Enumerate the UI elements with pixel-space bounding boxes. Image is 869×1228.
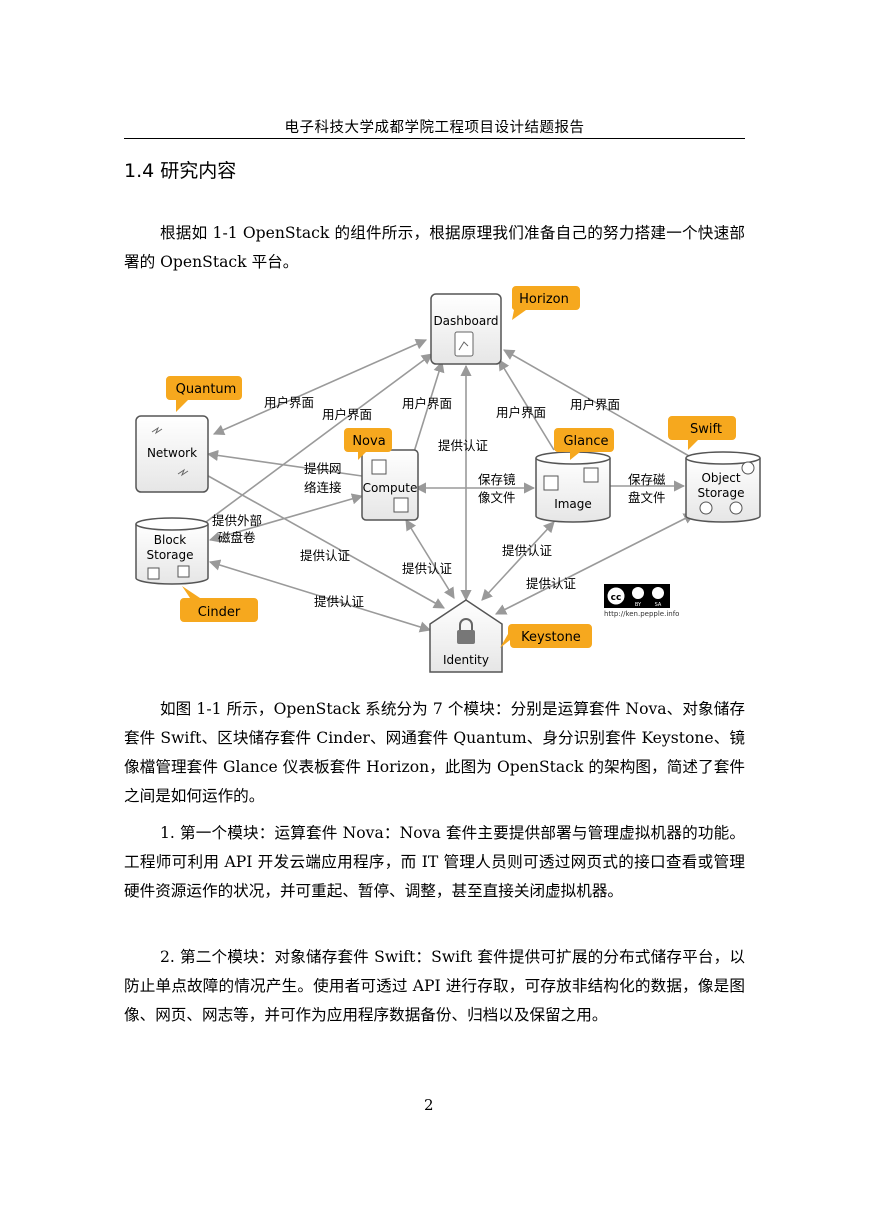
image-icon <box>583 467 599 483</box>
compute-node: Compute <box>361 449 419 521</box>
block-storage-label: Storage <box>147 548 194 562</box>
arrow-block-identity <box>208 559 432 633</box>
compute-label: Compute <box>363 481 418 495</box>
page-number: 2 <box>424 1096 434 1114</box>
edge-label: 络连接 <box>304 480 342 495</box>
paragraph-module-1: 1. 第一个模块：运算套件 Nova：Nova 套件主要提供部署与管理虚拟机器的… <box>124 824 745 900</box>
arrow-network-dashboard <box>212 338 428 436</box>
license-url: http://ken.pepple.info <box>604 610 679 618</box>
edge-label: 提供认证 <box>300 548 351 563</box>
lock-icon <box>457 618 475 644</box>
edge-label: 提供认证 <box>438 438 489 453</box>
vm-icon <box>371 459 387 475</box>
keystone-tag-label: Keystone <box>521 630 581 645</box>
edge-label: 保存镜 <box>478 472 516 487</box>
horizon-tag: Horizon <box>511 286 580 320</box>
cc-by-label: BY <box>635 602 642 608</box>
glance-tag-label: Glance <box>563 434 608 449</box>
edge-label: 盘文件 <box>628 490 666 505</box>
edge-label: 保存磁 <box>628 472 666 487</box>
image-icon <box>543 475 559 491</box>
edge-label: 用户界面 <box>570 397 620 412</box>
nova-tag-label: Nova <box>352 434 385 449</box>
header-rule <box>124 138 745 139</box>
network-node: Network <box>135 415 209 493</box>
keystone-tag: Keystone <box>500 624 592 648</box>
swift-tag-label: Swift <box>690 422 722 437</box>
page-header: 电子科技大学成都学院工程项目设计结题报告 <box>284 120 585 136</box>
dashboard-icon <box>454 331 474 357</box>
object-storage-node: Object Storage <box>685 451 761 523</box>
block-storage-label: Block <box>154 533 187 547</box>
quantum-tag: Quantum <box>166 376 242 412</box>
image-label: Image <box>554 497 592 511</box>
license-badge: cc BY SA http://ken.pepple.info <box>604 584 679 618</box>
paragraph-module-2: 2. 第二个模块：对象储存套件 Swift：Swift 套件提供可扩展的分布式储… <box>124 948 745 1024</box>
vm-icon <box>393 497 409 513</box>
object-storage-label: Object <box>701 471 740 485</box>
edge-label: 像文件 <box>478 490 516 505</box>
arrow-compute-dashboard <box>413 360 445 453</box>
edge-label: 磁盘卷 <box>218 530 256 545</box>
paragraph-intro: 根据如 1-1 OpenStack 的组件所示，根据原理我们准备自己的努力搭建一… <box>124 224 745 271</box>
edge-labels: 用户界面 用户界面 用户界面 用户界面 用户界面 提供认证 提供网 络连接 保存… <box>212 395 666 609</box>
edge-label: 提供认证 <box>402 561 453 576</box>
section-title: 1.4 研究内容 <box>124 160 237 182</box>
network-icon <box>151 426 163 435</box>
edge-label: 提供认证 <box>502 543 553 558</box>
edge-label: 提供认证 <box>526 576 577 591</box>
identity-label: Identity <box>443 653 489 667</box>
swift-tag: Swift <box>668 416 736 450</box>
block-storage-node: Block Storage <box>135 517 209 585</box>
paragraph-overview: 如图 1-1 所示，OpenStack 系统分为 7 个模块：分别是运算套件 N… <box>124 700 745 805</box>
cc-badge-label: cc <box>611 593 622 603</box>
quantum-tag-label: Quantum <box>176 382 237 397</box>
glance-tag: Glance <box>554 428 614 460</box>
arrow-object-identity <box>495 513 695 615</box>
cc-sa-label: SA <box>655 602 662 608</box>
arrow-object-dashboard <box>503 349 690 457</box>
dashboard-node: Dashboard <box>430 293 502 365</box>
horizon-tag-label: Horizon <box>519 292 569 307</box>
component-tags: Horizon Quantum Nova Glance Swift Cinder… <box>166 286 736 648</box>
edge-label: 提供认证 <box>314 594 365 609</box>
network-label: Network <box>147 446 197 460</box>
image-node: Image <box>535 451 611 523</box>
dashboard-label: Dashboard <box>433 314 498 328</box>
cinder-tag: Cinder <box>180 586 258 622</box>
identity-node: Identity <box>429 599 503 673</box>
arrow-image-dashboard <box>498 359 555 451</box>
edge-label: 用户界面 <box>322 407 372 422</box>
arrow-compute-identity <box>405 519 455 599</box>
nova-tag: Nova <box>344 428 392 460</box>
openstack-architecture-diagram: Dashboard Network Compute Image Object S… <box>124 282 764 682</box>
diagram-arrows <box>193 338 695 633</box>
edge-label: 用户界面 <box>264 395 314 410</box>
cinder-tag-label: Cinder <box>198 605 241 620</box>
object-storage-label: Storage <box>698 486 745 500</box>
edge-label: 提供网 <box>304 461 342 476</box>
edge-label: 用户界面 <box>496 405 546 420</box>
edge-label: 用户界面 <box>402 396 452 411</box>
edge-label: 提供外部 <box>212 513 262 528</box>
